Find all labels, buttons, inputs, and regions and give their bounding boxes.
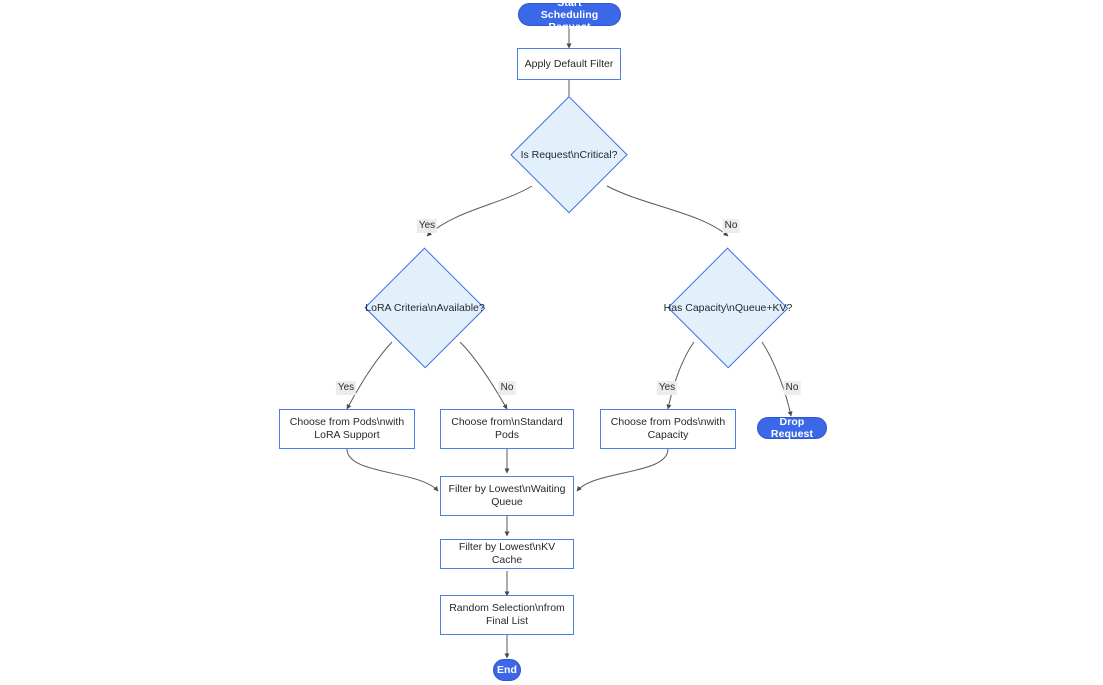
node-has-capacity[interactable]: Has Capacity\nQueue+KV? xyxy=(664,247,792,369)
node-filter-waiting-queue-line2: Queue xyxy=(491,496,523,508)
node-choose-pods-capacity-line1: Choose from Pods\nwith xyxy=(610,416,726,428)
node-random-selection-line1: Random Selection\nfrom xyxy=(449,602,565,614)
node-choose-pods-capacity[interactable]: Choose from Pods\nwith Capacity xyxy=(600,409,736,449)
node-choose-pods-lora-line1: Choose from Pods\nwith xyxy=(289,416,405,428)
edge-label-lora-yes: Yes xyxy=(335,381,357,395)
node-choose-pods-lora[interactable]: Choose from Pods\nwith LoRA Support xyxy=(279,409,415,449)
node-choose-standard-pods-line2: Pods xyxy=(495,429,519,441)
node-has-capacity-label: Has Capacity\nQueue+KV? xyxy=(663,301,793,314)
node-end-label: End xyxy=(496,664,518,676)
edge-label-critical-no: No xyxy=(722,219,740,233)
node-choose-standard-pods[interactable]: Choose from\nStandard Pods xyxy=(440,409,574,449)
node-filter-waiting-queue[interactable]: Filter by Lowest\nWaiting Queue xyxy=(440,476,574,516)
node-is-request-critical-label: Is Request\nCritical? xyxy=(520,148,618,161)
node-start[interactable]: Start Scheduling Request xyxy=(518,0,621,33)
node-apply-default-filter-label: Apply Default Filter xyxy=(524,57,614,70)
edge-label-critical-yes: Yes xyxy=(416,219,438,233)
node-filter-kv-cache-label: Filter by Lowest\nKV Cache xyxy=(458,541,556,566)
node-choose-standard-pods-line1: Choose from\nStandard xyxy=(451,416,563,428)
node-end[interactable]: End xyxy=(493,659,521,681)
node-lora-criteria-available-label: LoRA Criteria\nAvailable? xyxy=(365,301,485,314)
edge-label-capacity-no: No xyxy=(783,381,801,395)
node-choose-pods-capacity-line2: Capacity xyxy=(647,429,689,441)
edge-choose-lora-to-filter-queue xyxy=(346,448,439,492)
edge-label-lora-no: No xyxy=(498,381,516,395)
node-lora-criteria-available[interactable]: LoRA Criteria\nAvailable? xyxy=(364,247,486,369)
node-random-selection-line2: Final List xyxy=(485,615,528,627)
node-choose-pods-lora-line2: LoRA Support xyxy=(314,429,380,441)
node-filter-waiting-queue-line1: Filter by Lowest\nWaiting xyxy=(448,483,566,495)
edge-label-capacity-yes: Yes xyxy=(656,381,678,395)
node-random-selection[interactable]: Random Selection\nfrom Final List xyxy=(440,595,574,635)
node-drop-request-label: Drop Request xyxy=(770,416,814,440)
node-apply-default-filter[interactable]: Apply Default Filter xyxy=(517,48,621,80)
node-start-label: Start Scheduling Request xyxy=(540,0,599,33)
edge-choose-cap-to-filter-queue xyxy=(576,448,669,492)
node-is-request-critical[interactable]: Is Request\nCritical? xyxy=(510,96,628,214)
node-filter-kv-cache[interactable]: Filter by Lowest\nKV Cache xyxy=(440,539,574,569)
node-drop-request[interactable]: Drop Request xyxy=(757,416,827,440)
